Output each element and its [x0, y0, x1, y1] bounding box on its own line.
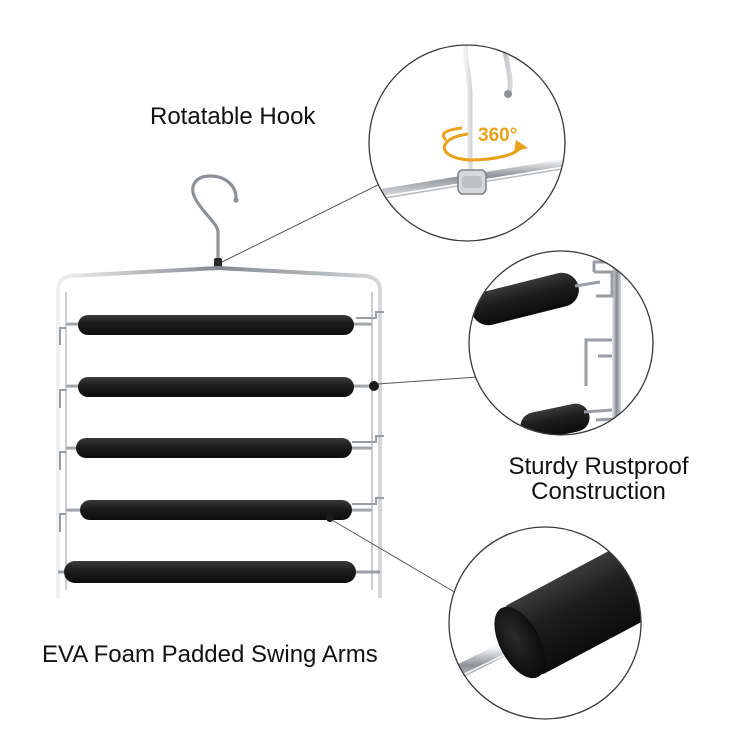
callout-foam-magnifier	[448, 526, 642, 720]
callout-label-construction-line2: Construction	[531, 478, 666, 506]
foam-bar	[78, 315, 354, 335]
hanger	[56, 174, 384, 598]
callout-label-hook: Rotatable Hook	[150, 103, 316, 130]
leader-lines	[221, 177, 493, 601]
foam-bar	[80, 500, 352, 520]
callout-construction-magnifier	[468, 250, 654, 436]
foam-bar	[64, 561, 356, 583]
hook-cap	[233, 197, 239, 203]
rotation-badge: 360°	[478, 125, 517, 146]
callout-hook-magnifier	[368, 44, 566, 242]
callout-label-foam: EVA Foam Padded Swing Arms	[42, 641, 378, 668]
rotation-arrow	[442, 132, 522, 162]
hanger-frame	[56, 265, 382, 598]
foam-bar	[78, 377, 354, 397]
foam-bar	[76, 438, 352, 458]
swing-arms	[58, 311, 384, 583]
callout-label-construction: Sturdy Rustproof Construction	[486, 453, 711, 506]
callout-label-construction-line1: Sturdy Rustproof	[508, 453, 689, 480]
hanger-hook	[191, 174, 238, 264]
